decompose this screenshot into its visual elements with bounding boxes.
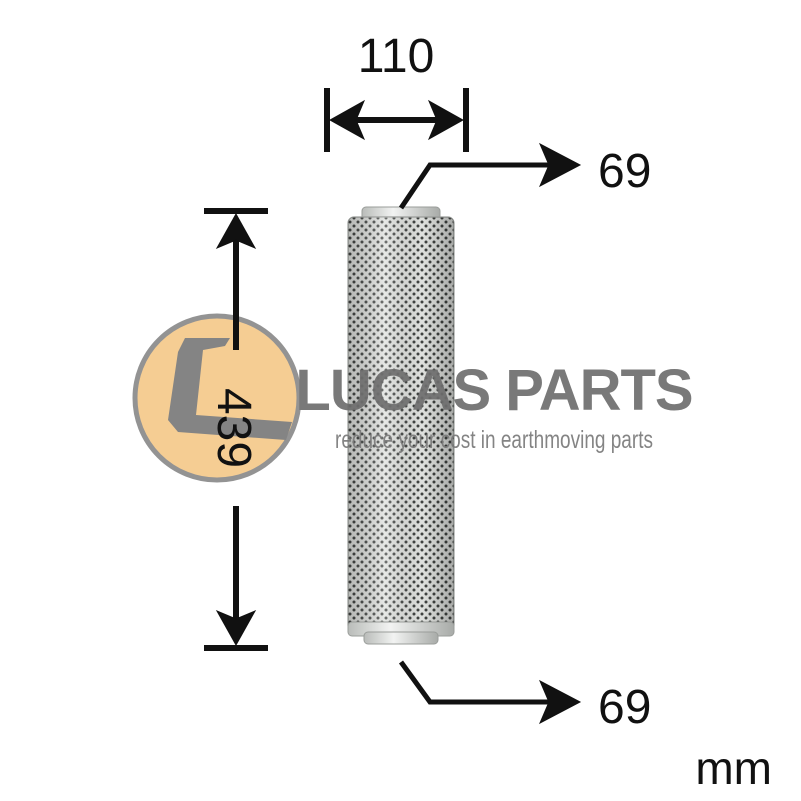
watermark-brand-text: LUCAS PARTS [295,358,692,423]
arrow-right-icon [538,142,582,188]
top-diameter-leader [398,142,582,210]
filter-bottom-cap [363,631,439,645]
filter-body-shading [348,217,454,631]
unit-label: mm [695,742,772,794]
arrow-right-icon [538,679,582,725]
arrow-down-icon [215,609,257,647]
arrow-right-icon [427,99,465,141]
bottom-diameter-leader [398,660,582,725]
height-label: 439 [207,388,260,468]
filter-element [347,206,455,645]
watermark-tagline-text: reduce your cost in earthmoving parts [335,426,653,454]
bottom-diameter-label: 69 [598,681,651,734]
width-label: 110 [358,30,435,83]
watermark-logo-circle [132,313,302,483]
arrow-up-icon [215,212,257,250]
height-dimension [204,208,268,651]
width-dimension [324,88,469,152]
watermark-logo-mark [168,338,292,440]
arrow-left-icon [328,99,366,141]
watermark: LUCAS PARTS reduce your cost in earthmov… [132,313,694,483]
top-diameter-label: 69 [598,145,651,198]
